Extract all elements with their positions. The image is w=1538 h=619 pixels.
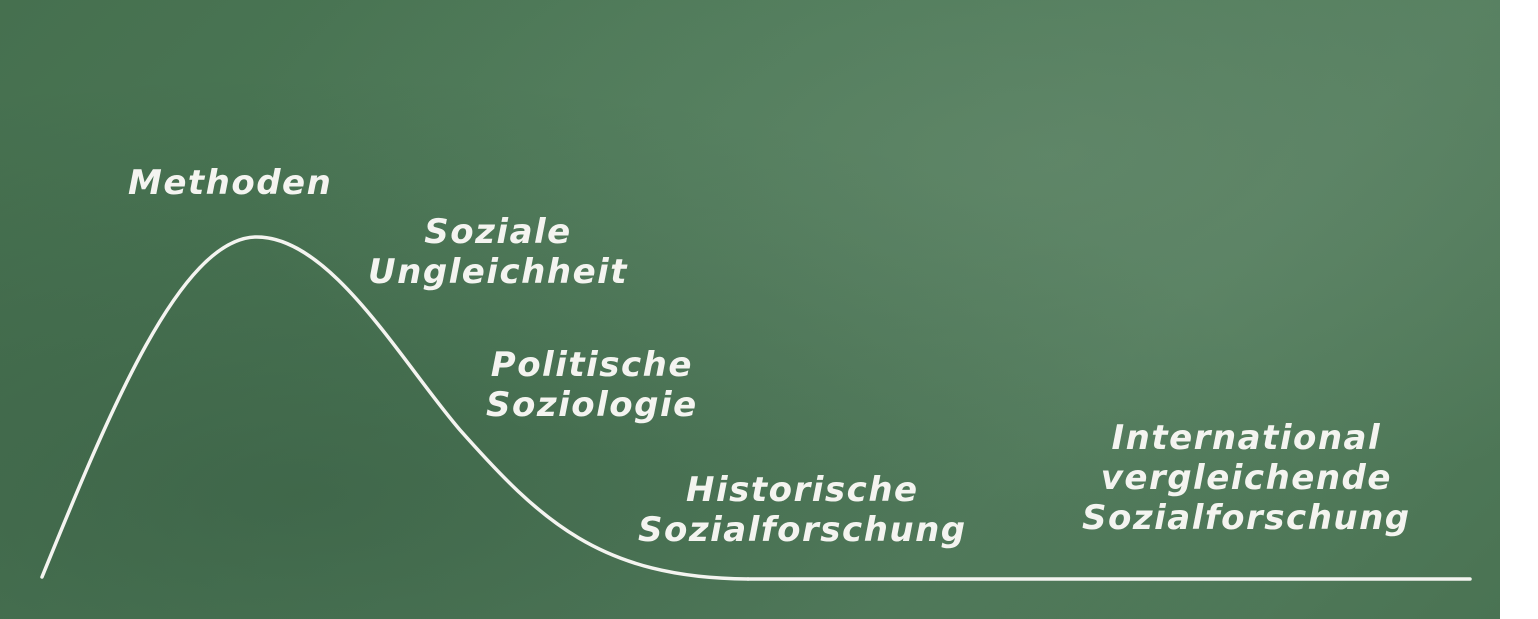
label-international-vergleichende-sozialforschung: International vergleichende Sozialforsch…: [1082, 418, 1411, 538]
chalkboard-background: [0, 0, 1500, 619]
label-historische-sozialforschung-line-2: Sozialforschung: [638, 510, 967, 550]
label-international-line-2: vergleichende: [1100, 458, 1392, 498]
label-methoden: Methoden: [128, 163, 332, 203]
label-soziale-ungleichheit-line-1: Soziale: [424, 212, 572, 252]
label-historische-sozialforschung-line-1: Historische: [686, 470, 919, 510]
label-historische-sozialforschung: Historische Sozialforschung: [638, 470, 967, 550]
label-politische-soziologie-line-2: Soziologie: [486, 385, 698, 425]
long-tail-curve-diagram: [40, 235, 1472, 581]
label-politische-soziologie-line-1: Politische: [490, 345, 693, 385]
label-soziale-ungleichheit: Soziale Ungleichheit: [368, 212, 628, 292]
label-methoden-line-1: Methoden: [128, 163, 333, 203]
label-international-line-3: Sozialforschung: [1082, 498, 1411, 538]
label-politische-soziologie: Politische Soziologie: [486, 345, 698, 425]
page-margin: [1500, 0, 1538, 619]
label-international-line-1: International: [1111, 418, 1382, 458]
label-soziale-ungleichheit-line-2: Ungleichheit: [368, 252, 629, 292]
distribution-curve: [40, 235, 750, 581]
